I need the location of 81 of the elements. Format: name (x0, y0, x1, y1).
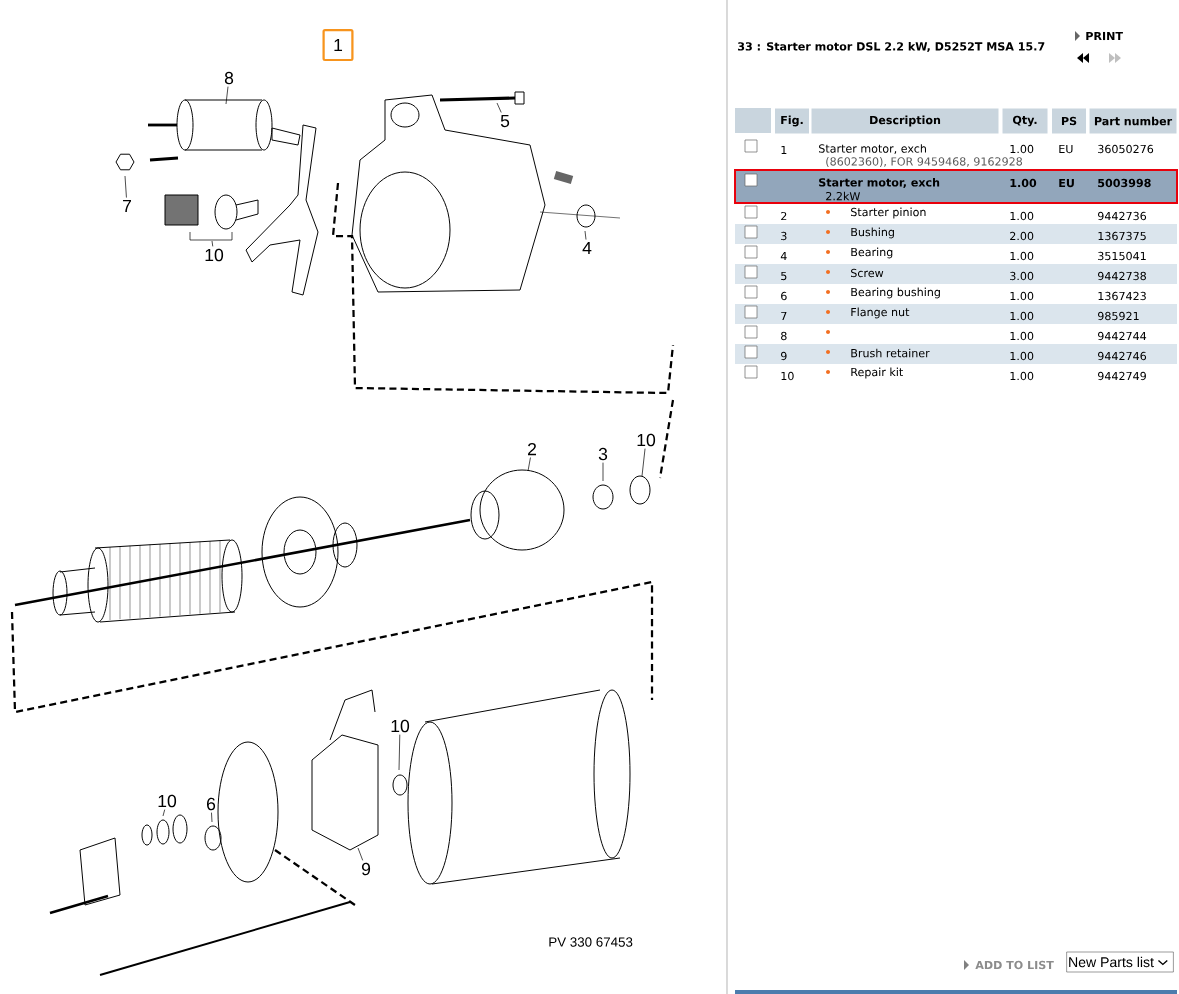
print-link: PRINT (1086, 31, 1123, 41)
description-text: Repair kit (851, 367, 903, 379)
quantity-value: 1.00 (1010, 331, 1034, 341)
page-title: 33 : Starter motor DSL 2.2 kW, D5252T MSA 15.7 (738, 42, 1045, 52)
callout-number: 10 (637, 433, 656, 447)
dropdown-menu: New Parts list (1066, 951, 1174, 973)
description-text: Bearing bushing (851, 287, 940, 299)
leader-line (211, 240, 214, 247)
part-number: 9442744 (1098, 331, 1147, 341)
callout-number: 10 (205, 248, 224, 262)
fig-number: 5 (781, 271, 787, 281)
description-note: (8602360), FOR 9459468, 9162928 (826, 157, 1022, 167)
callout-number: 3 (598, 447, 608, 461)
leader-line (124, 175, 127, 198)
quantity-value: 1.00 (1010, 371, 1034, 381)
fig-number: 10 (781, 371, 794, 381)
part-number: 9442738 (1098, 271, 1146, 281)
fig-number: 7 (781, 311, 787, 321)
fig-number: 9 (781, 351, 787, 361)
quantity-value: 1.00 (1010, 251, 1034, 261)
drawing-number: PV 330 67453 (549, 937, 633, 947)
unit-code: EU (1059, 178, 1074, 188)
part-number: 3515041 (1098, 251, 1146, 261)
description-note: 2.2kW (826, 191, 860, 201)
description-text: Starter motor, exch (819, 178, 940, 188)
quantity-value: 1.00 (1010, 211, 1034, 221)
callout-number: 10 (391, 719, 410, 733)
description-text: Bearing (851, 247, 893, 259)
figure-tab: 1 (322, 28, 354, 62)
fig-number: 8 (781, 331, 787, 341)
leader-line (225, 86, 229, 105)
part-number: 1367423 (1098, 291, 1146, 301)
quantity-value: 1.00 (1010, 291, 1034, 301)
part-number: 5003998 (1098, 178, 1151, 188)
callout-number: 5 (500, 114, 510, 128)
part-number: 1367375 (1098, 231, 1146, 241)
part-number: 985921 (1098, 311, 1139, 321)
description-text: Screw (851, 268, 884, 278)
leader-line (527, 457, 531, 472)
leader-line (496, 102, 502, 113)
fig-number: 4 (780, 251, 787, 261)
quantity-value: 2.00 (1010, 231, 1034, 241)
quantity-value: 3.00 (1010, 271, 1034, 281)
part-number: 9442749 (1098, 371, 1146, 381)
callout-number: 7 (123, 199, 131, 213)
column-header: Qty. (1002, 108, 1048, 134)
column-header: Fig. (775, 108, 809, 134)
leader-line (211, 812, 213, 823)
fig-number: 1 (781, 145, 787, 155)
description-text: Flange nut (851, 307, 910, 319)
part-number: 9442746 (1098, 351, 1147, 361)
callout-number: 8 (224, 71, 234, 85)
add-to-list-link: ADD TO LIST (975, 960, 1054, 970)
leader-line (641, 448, 646, 477)
callout-number: 10 (158, 794, 177, 808)
quantity-value: 1.00 (1010, 178, 1037, 188)
leader-line (602, 462, 604, 482)
description-text: Bushing (851, 227, 894, 239)
leader-line (398, 734, 401, 771)
description-text: Brush retainer (851, 348, 930, 358)
fig-number: 6 (781, 291, 787, 301)
quantity-value: 1.00 (1010, 311, 1034, 321)
column-header: PS (1052, 108, 1086, 134)
callout-number: 2 (528, 442, 536, 456)
column-header: Part number (1089, 108, 1177, 134)
fig-number: 3 (781, 231, 787, 241)
part-number: 36050276 (1098, 144, 1154, 154)
quantity-value: 1.00 (1010, 144, 1034, 154)
callout-number: 4 (582, 241, 592, 255)
leader-line (357, 847, 364, 861)
description-text: Starter motor, exch (819, 144, 926, 154)
part-number: 9442736 (1098, 211, 1147, 221)
leader-line (162, 809, 166, 817)
callout-number: 9 (361, 862, 371, 876)
fig-number: 2 (781, 211, 787, 221)
description-text: Starter pinion (851, 207, 926, 219)
column-header: Description (811, 108, 999, 134)
quantity-value: 1.00 (1010, 351, 1034, 361)
leader-line (584, 230, 587, 240)
callout-number: 6 (207, 797, 216, 811)
unit-code: EU (1059, 144, 1073, 154)
